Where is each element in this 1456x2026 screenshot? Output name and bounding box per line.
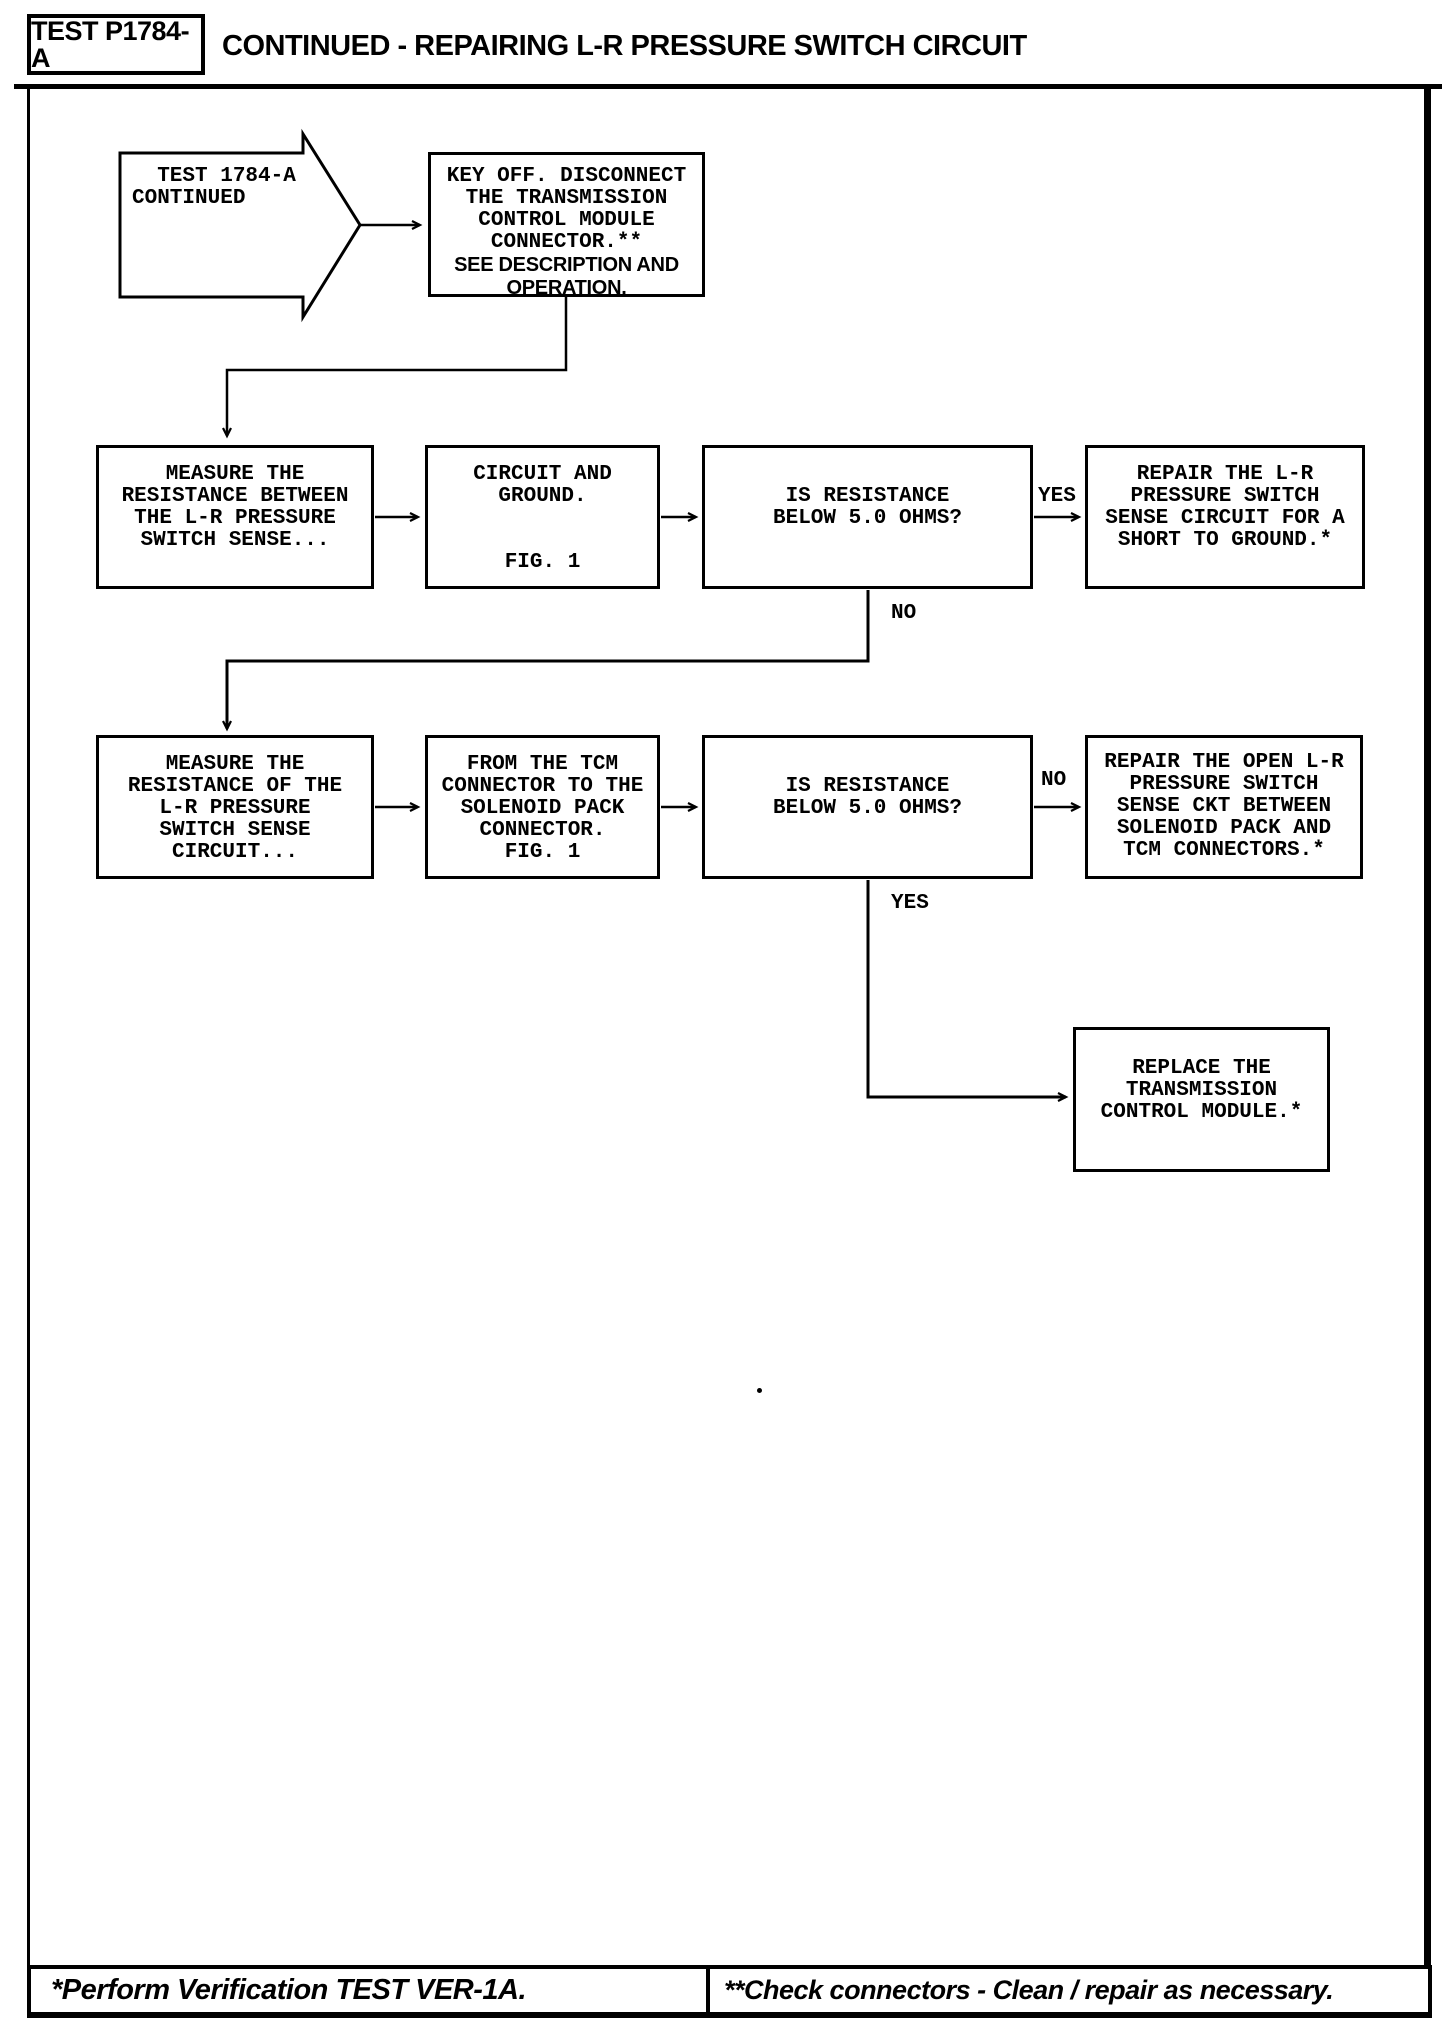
connector-keyoff-to-measure1 xyxy=(222,296,568,439)
box-key-off-note: SEE DESCRIPTION AND OPERATION. xyxy=(454,254,679,299)
connector-question1-no xyxy=(222,590,870,732)
start-arrow-shape xyxy=(118,128,362,323)
connector-question2-yes xyxy=(866,880,1069,1102)
footnote-divider xyxy=(706,1969,710,2012)
box-measure-between: MEASURE THE RESISTANCE BETWEEN THE L-R P… xyxy=(96,445,374,589)
footnote-verification: *Perform Verification TEST VER-1A. xyxy=(51,1974,527,2006)
box-key-off: KEY OFF. DISCONNECT THE TRANSMISSION CON… xyxy=(428,152,705,299)
box-measure-of: MEASURE THE RESISTANCE OF THE L-R PRESSU… xyxy=(96,735,374,879)
box-repair-short: REPAIR THE L-R PRESSURE SWITCH SENSE CIR… xyxy=(1085,445,1365,589)
box-from-tcm: FROM THE TCM CONNECTOR TO THE SOLENOID P… xyxy=(425,735,660,879)
header-rule xyxy=(14,84,1442,89)
box-repair-open: REPAIR THE OPEN L-R PRESSURE SWITCH SENS… xyxy=(1085,735,1363,879)
test-id-label: TEST P1784-A xyxy=(31,15,190,73)
test-id-box: TEST P1784-A xyxy=(27,14,205,75)
box-key-off-text: KEY OFF. DISCONNECT THE TRANSMISSION CON… xyxy=(446,165,687,254)
box-is-resistance-1: IS RESISTANCE BELOW 5.0 OHMS? xyxy=(702,445,1033,589)
label-no-2: NO xyxy=(1041,769,1067,792)
page-border-right xyxy=(1424,86,1431,1967)
start-connector-label: TEST 1784-A CONTINUED xyxy=(132,165,296,210)
label-no-1: NO xyxy=(891,602,917,625)
label-yes-1: YES xyxy=(1038,485,1076,508)
box-circuit-ground: CIRCUIT AND GROUND. FIG. 1 xyxy=(425,445,660,589)
page-title: CONTINUED - REPAIRING L-R PRESSURE SWITC… xyxy=(222,30,1027,62)
box-replace-tcm: REPLACE THE TRANSMISSION CONTROL MODULE.… xyxy=(1073,1027,1330,1172)
box-is-resistance-2: IS RESISTANCE BELOW 5.0 OHMS? xyxy=(702,735,1033,879)
footnote-bar: *Perform Verification TEST VER-1A. **Che… xyxy=(27,1965,1432,2018)
label-yes-2: YES xyxy=(891,892,929,915)
footnote-connectors: **Check connectors - Clean / repair as n… xyxy=(724,1975,1334,2005)
stray-ink-dot xyxy=(757,1388,762,1393)
page-border-left xyxy=(27,86,30,1967)
